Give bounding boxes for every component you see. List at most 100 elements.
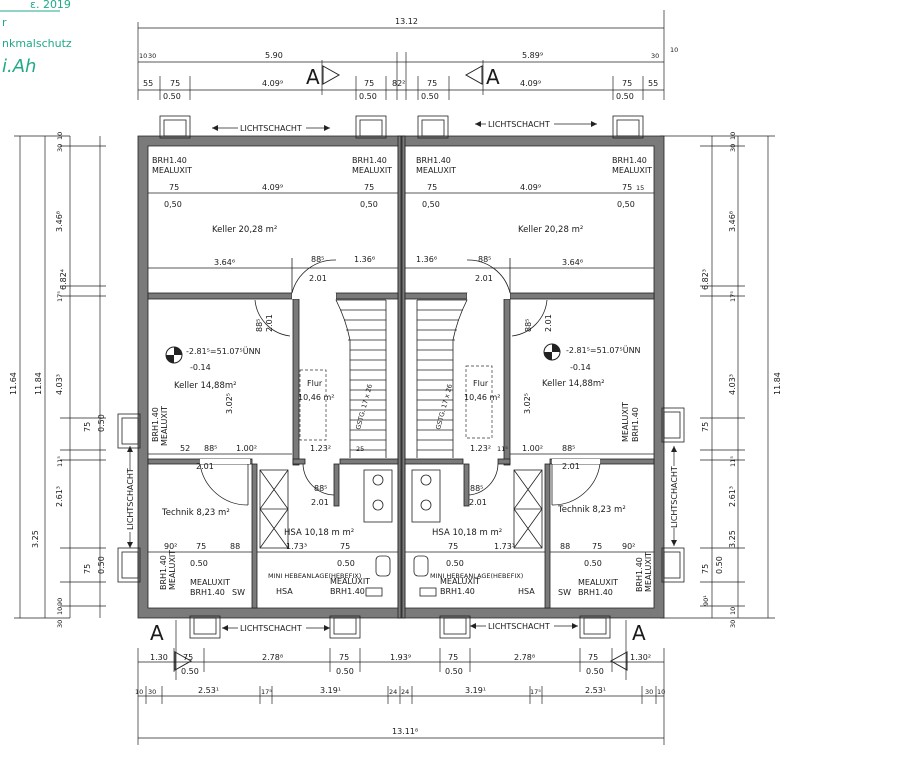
mealuxit-right-top-1: MEALUXIT: [416, 166, 456, 175]
dim-left-seg-4: 17⁵: [56, 291, 64, 302]
dim-bottom-row1-4: 1.93⁹: [390, 653, 411, 662]
dim-left-half: 5.90: [265, 51, 283, 60]
dim-right-overall: 11.84: [773, 372, 782, 395]
lichtschacht-top-left: LICHTSCHACHT: [240, 124, 302, 133]
hsa-left: HSA: [276, 587, 293, 596]
dim-left-seg-2: 3.46⁸: [55, 211, 64, 232]
dim-bottom-row2-11: 10: [657, 688, 665, 696]
door-right-885b: 88⁵: [524, 319, 533, 332]
brh-right-top-1: BRH1.40: [416, 156, 451, 165]
brh-left-bot-2: BRH1.40: [190, 588, 225, 597]
dim-top-row2-4: 82²: [392, 79, 405, 88]
signature: i.Ah: [2, 56, 36, 77]
room-keller-small-right: Keller 14,88m²: [542, 379, 605, 389]
dim-bottom-row2-5: 24: [389, 688, 397, 696]
dimensions-right: 11.84 30 10 3.46⁸ 6.82³ 17⁵ 4.03³ 75 11⁵…: [660, 132, 782, 628]
dim-bottom-row2-10: 30: [645, 688, 653, 696]
dim-right-seg-9: 3.25: [728, 530, 737, 548]
flur-area-right: 10,46 m²: [464, 393, 500, 402]
w-left-75d: 75: [340, 542, 350, 551]
w-left-100: 1.00²: [236, 444, 257, 453]
level-sub-left: -0.14: [190, 363, 211, 372]
dim-left-seg-11: 75: [83, 564, 92, 574]
dim-left-seg-14: 10: [56, 607, 64, 615]
w-right-050d: 0.50: [446, 559, 464, 568]
dim-right-seg-0: 30: [729, 144, 737, 152]
hebeanlage-right: MINI HEBEANLAGE(HEBEFIX): [430, 572, 523, 580]
w-left-4099: 4.09⁹: [262, 183, 283, 192]
w-left-050d: 0.50: [337, 559, 355, 568]
technik-equipment-left-icon: [259, 469, 393, 549]
w-right-050c: 0.50: [584, 559, 602, 568]
brh-right-hsa: BRH1.40: [440, 587, 475, 596]
mealuxit-left-bot: MEALUXIT: [168, 550, 177, 590]
dim-bottom-row1-5: 75: [448, 653, 458, 662]
w-left-75b: 75: [364, 183, 374, 192]
mealuxit-left-bot-2: MEALUXIT: [190, 578, 230, 587]
w-right-88: 88: [560, 542, 570, 551]
door-right-201a: 2.01: [475, 274, 493, 283]
dim-bottom-row1-0: 1.30: [150, 653, 168, 662]
dim-right-seg-7: 11⁵: [729, 456, 737, 467]
dim-left-seg-9: 2.61³: [55, 486, 64, 507]
w-left-050b: 0,50: [360, 200, 378, 209]
door-right-201b: 2.01: [544, 314, 553, 332]
dim-right-seg-12: 90¹: [702, 595, 710, 606]
w-right-123: 1.23²: [470, 444, 491, 453]
lichtschacht-right: LICHTSCHACHT: [670, 466, 679, 528]
mealuxit-right-top-2: MEALUXIT: [612, 166, 652, 175]
w-right-885c: 88⁵: [562, 444, 575, 453]
brh-right-bot: BRH1.40: [635, 557, 644, 592]
w-left-136: 1.36⁶: [354, 255, 375, 264]
w-right-136: 1.36⁶: [416, 255, 437, 264]
brh-left-hsa: BRH1.40: [330, 587, 365, 596]
dim-top-row2-3: 75: [364, 79, 374, 88]
w-left-050c: 0.50: [190, 559, 208, 568]
w-right-302: 3.02⁵: [523, 393, 532, 414]
dim-left-seg-10: 3.25: [31, 530, 40, 548]
dim-right-seg-13: 10: [729, 607, 737, 615]
dim-left-seg-5: 4.03³: [55, 374, 64, 395]
door-left-201b: 2.01: [265, 314, 274, 332]
section-a-bottom-left: A: [150, 621, 164, 645]
dim-top-row2-7: 75: [622, 79, 632, 88]
room-hsa-left: HSA 10,18 m m²: [284, 528, 354, 538]
dim-small-r2: 10: [670, 46, 678, 54]
level-sub-right: -0.14: [570, 363, 591, 372]
lichtschacht-bottom-right: LICHTSCHACHT: [488, 622, 550, 631]
w-right-75d: 75: [448, 542, 458, 551]
w-right-885a: 88⁵: [478, 255, 491, 264]
dim-bottom-row2-3: 17⁵: [261, 688, 272, 696]
w-left-885d: 88⁵: [314, 484, 327, 493]
door-right-201d: 2.01: [469, 498, 487, 507]
w-right-173: 1.73³: [494, 542, 515, 551]
room-keller-large-left: Keller 20,28 m²: [212, 225, 277, 235]
section-a-top-left: A: [306, 65, 320, 89]
w-right-15: 15: [636, 184, 644, 192]
w-right-050b: 0,50: [617, 200, 635, 209]
w-left-52: 52: [180, 444, 190, 453]
w-right-75a: 75: [427, 183, 437, 192]
dim-left-outer: 11.84: [34, 372, 43, 395]
mealuxit-left-top-1: MEALUXIT: [152, 166, 192, 175]
stairs-right-icon: [416, 299, 468, 458]
dim-top-row2-8: 55: [648, 79, 658, 88]
dim-left-seg-3: 6.82⁴: [59, 269, 68, 290]
dim-bottom-row1-8: 1.30²: [630, 653, 651, 662]
dim-right-seg-11: 0.50: [715, 556, 724, 574]
room-technik-right: Technik 8,23 m²: [557, 505, 626, 515]
dim-bottom-row2-2: 2.53¹: [198, 686, 219, 695]
dim-bottom-sub-2: 0.50: [445, 667, 463, 676]
building-walls: [137, 135, 665, 619]
dim-top-sub-0: 0.50: [163, 92, 181, 101]
dim-right-seg-6: 75: [701, 422, 710, 432]
mealuxit-left-hsa: MEALUXIT: [330, 577, 370, 586]
dim-right-seg-5: 4.03³: [728, 374, 737, 395]
level-marker-right-icon: [543, 343, 561, 361]
dim-bottom-sub-1: 0.50: [336, 667, 354, 676]
level-right: -2.81⁵=51.07⁵ÜNN: [566, 345, 641, 355]
brh-left-top-1: BRH1.40: [152, 156, 187, 165]
lichtschacht-bottom-left: LICHTSCHACHT: [240, 624, 302, 633]
w-right-902: 90²: [622, 542, 635, 551]
dim-left-seg-0: 30: [56, 144, 64, 152]
